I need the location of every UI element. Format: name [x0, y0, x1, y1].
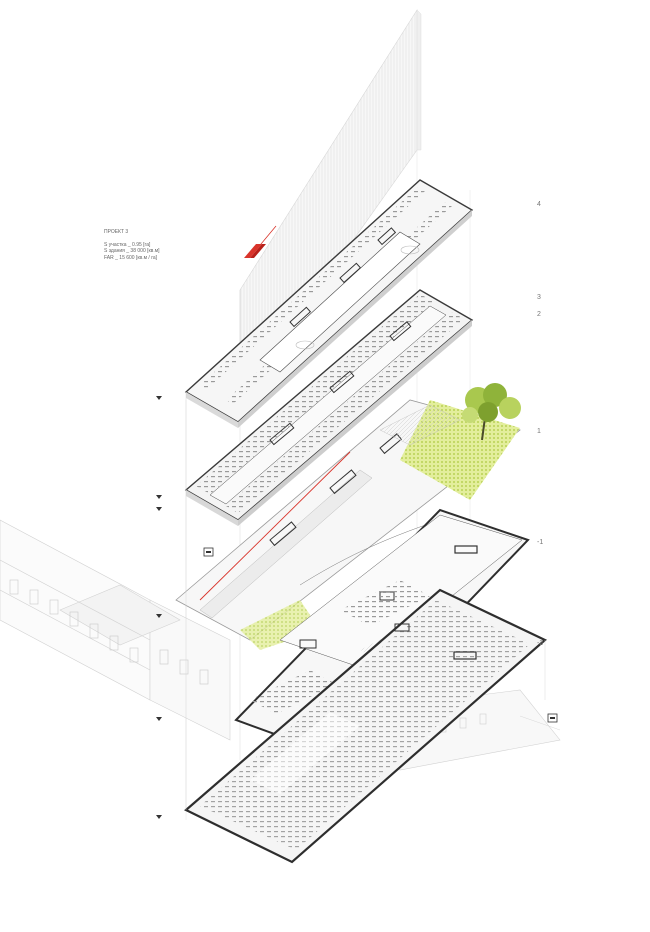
level-label-1: 1: [537, 428, 541, 435]
level-label-4: 4: [537, 201, 541, 208]
project-info: ПРОЕКТ 3 S участка _ 0.95 [га] S здания …: [104, 229, 160, 261]
historic-building: [0, 519, 561, 771]
level-label-minus-2: -2: [537, 640, 544, 647]
level-3-2-slab: [184, 289, 474, 526]
tree-icon: [462, 383, 521, 441]
building-area-text: S здания _ 38 000 [кв.м]: [104, 248, 160, 255]
far-text: FAR _ 15 600 [кв.м / га]: [104, 254, 158, 261]
level-label-3: 3: [537, 294, 541, 301]
guide-lines: [185, 392, 561, 810]
level-1-slab: [175, 399, 521, 650]
metro-icon: [244, 225, 277, 258]
level-marker-icon: [156, 495, 162, 499]
level-marker-icon: [156, 507, 162, 511]
level-minus-1-slab: [234, 508, 530, 754]
level-marker-icon: [156, 815, 162, 819]
project-title: ПРОЕКТ 3: [104, 229, 129, 235]
site-area-text: S участка _ 0.95 [га]: [104, 241, 151, 248]
level-label-2: 2: [537, 311, 541, 318]
level-marker-icon: [156, 396, 162, 400]
entrance-icon: [547, 713, 558, 723]
level-4-slab: [184, 179, 474, 428]
level-label-minus-1: -1: [537, 539, 544, 546]
level-marker-icon: [156, 717, 162, 721]
stair-icon: [203, 547, 214, 557]
level-marker-icon: [156, 614, 162, 618]
